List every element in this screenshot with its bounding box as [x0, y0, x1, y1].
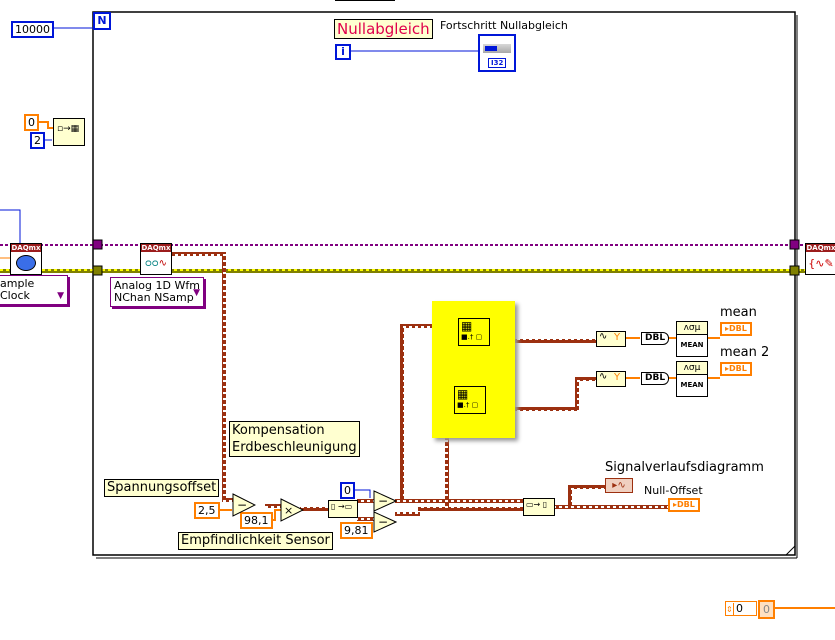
to-dbl-node-2[interactable]: DBL [641, 372, 670, 385]
read-type-selector[interactable]: Analog 1D Wfm NChan NSamp ▼ [110, 277, 204, 307]
for-loop-frame[interactable] [92, 11, 798, 559]
mean2-label: mean 2 [720, 345, 770, 360]
read-selector-line1: Analog 1D Wfm [114, 279, 200, 292]
index-waveform-node[interactable]: ▯ →▭ [328, 500, 358, 518]
nullabgleich-label: Nullabgleich [334, 19, 433, 39]
waveform-chart-terminal[interactable]: ▸∿ [605, 478, 633, 493]
build-waveform-node[interactable]: ▭→ ▯ [523, 498, 555, 516]
daqmx-header: DAQmx [11, 244, 41, 252]
loop-count-terminal: N [93, 12, 111, 30]
subtract-gravity-node[interactable]: − [373, 511, 397, 533]
daqmx-timing-vi[interactable]: DAQmx [10, 243, 42, 275]
statistics-icon: ʌσμ [677, 322, 707, 335]
chart-label: Signalverlaufsdiagramm [605, 460, 764, 475]
get-waveform-y-node-2[interactable]: ∿ Y [596, 371, 626, 387]
offset-constant[interactable]: 2,5 [194, 502, 220, 519]
daqmx-clear-task-vi[interactable]: DAQmx {∿✎ [805, 243, 835, 275]
index-array-icon: ▯ →▭ [331, 502, 353, 511]
waveform-icon: ∿ [599, 371, 608, 382]
numeric-indicator: 0 [758, 600, 775, 619]
daqmx-read-vi[interactable]: DAQmx ᴑᴑ∿ [140, 243, 172, 275]
compensation-comment: Kompensation Erdbeschleunigung [229, 421, 360, 457]
waveform-icon: ▸∿ [612, 480, 626, 491]
progress-type: I32 [488, 58, 507, 68]
int-wires [0, 27, 480, 498]
null-offset-label: Null-Offset [644, 484, 703, 497]
waveform-icon: ∿ [599, 331, 608, 342]
zero-index-constant[interactable]: 0 [340, 482, 355, 499]
read-selector-line2: NChan NSamp [114, 291, 194, 304]
error-wire [0, 265, 835, 276]
multiply-icon: × [284, 504, 293, 517]
loop-count-constant[interactable]: 10000 [11, 21, 54, 38]
array-function-node-2[interactable]: ▦ ■.† ▢ [454, 386, 486, 414]
progress-label: Fortschritt Nullabgleich [440, 19, 568, 32]
daqmx-header: DAQmx [141, 244, 171, 252]
timing-type-selector[interactable]: ample Clock▼ [0, 275, 68, 305]
init-element-constant[interactable]: 0 [24, 114, 39, 131]
sensor-sensitivity-comment: Empfindlichkeit Sensor [178, 532, 333, 550]
subtract-icon: − [378, 515, 388, 529]
error-tunnel-right [789, 265, 800, 276]
loop-iteration-terminal: i [335, 44, 351, 60]
init-dimension-constant[interactable]: 2 [30, 132, 45, 149]
initialize-array-node[interactable]: ▫→▦ [53, 118, 85, 146]
mean-label: mean [720, 305, 757, 320]
subtract-zero-node[interactable]: − [373, 490, 397, 512]
daqmx-header: DAQmx [806, 244, 835, 252]
mean-indicator[interactable]: ▸DBL [720, 322, 752, 336]
to-dbl-node-1[interactable]: DBL [641, 332, 670, 345]
sensitivity-constant[interactable]: 98,1 [240, 512, 273, 529]
array-function-node-1[interactable]: ▦ ■.† ▢ [458, 318, 490, 346]
task-tunnel-right [789, 239, 800, 250]
task-wire [0, 239, 835, 250]
initialize-array-icon: ▫→▦ [57, 124, 80, 134]
waveform-wires [170, 252, 670, 521]
clock-icon [11, 252, 41, 274]
build-array-icon: ▭→ ▯ [526, 500, 548, 509]
voltage-offset-comment: Spannungsoffset [104, 479, 220, 497]
array-grid-icon: ▦ [461, 319, 473, 333]
progress-bar-icon [483, 44, 511, 53]
dbl-wires [0, 121, 835, 609]
mean2-indicator[interactable]: ▸DBL [720, 362, 752, 376]
array-grid-icon: ▦ [457, 387, 469, 401]
task-tunnel-left [92, 239, 103, 250]
get-waveform-y-node-1[interactable]: ∿ Y [596, 331, 626, 347]
numeric-control[interactable]: ⇕0 [725, 601, 757, 616]
error-tunnel-left [92, 265, 103, 276]
eraser-icon: {∿✎ [808, 256, 834, 270]
chevron-down-icon: ▼ [57, 291, 64, 301]
statistics-icon: ʌσμ [677, 362, 707, 375]
subtract-icon: − [237, 498, 247, 512]
chevron-down-icon: ▼ [193, 288, 200, 298]
subtract-icon: − [378, 494, 388, 508]
null-offset-indicator[interactable]: ▸DBL [668, 498, 700, 512]
gravity-constant[interactable]: 9,81 [340, 522, 373, 539]
multiply-sensitivity-node[interactable]: × [280, 498, 304, 522]
increment-decrement-icon[interactable]: ⇕ [726, 603, 734, 616]
read-glasses-icon: ᴑᴑ∿ [144, 257, 168, 269]
progress-bar-terminal[interactable]: I32 [478, 34, 516, 72]
subtract-offset-node[interactable]: − [232, 493, 256, 517]
mean-vi-1[interactable]: ʌσμ MEAN [676, 321, 708, 357]
mean-vi-2[interactable]: ʌσμ MEAN [676, 361, 708, 397]
